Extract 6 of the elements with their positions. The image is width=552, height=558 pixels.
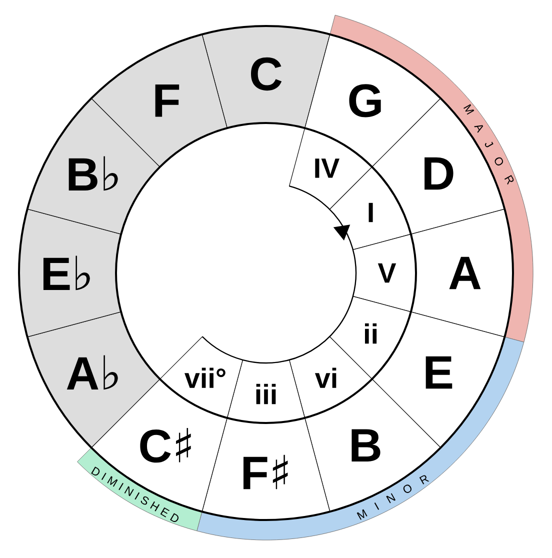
direction-arrowhead — [333, 224, 350, 240]
ring-segment: V — [352, 234, 416, 312]
ring-segment: C — [202, 26, 330, 128]
ring-segment: E♭ — [18, 208, 122, 338]
ring-segment: iii — [226, 360, 306, 424]
ring-segment: vii° — [160, 336, 243, 418]
